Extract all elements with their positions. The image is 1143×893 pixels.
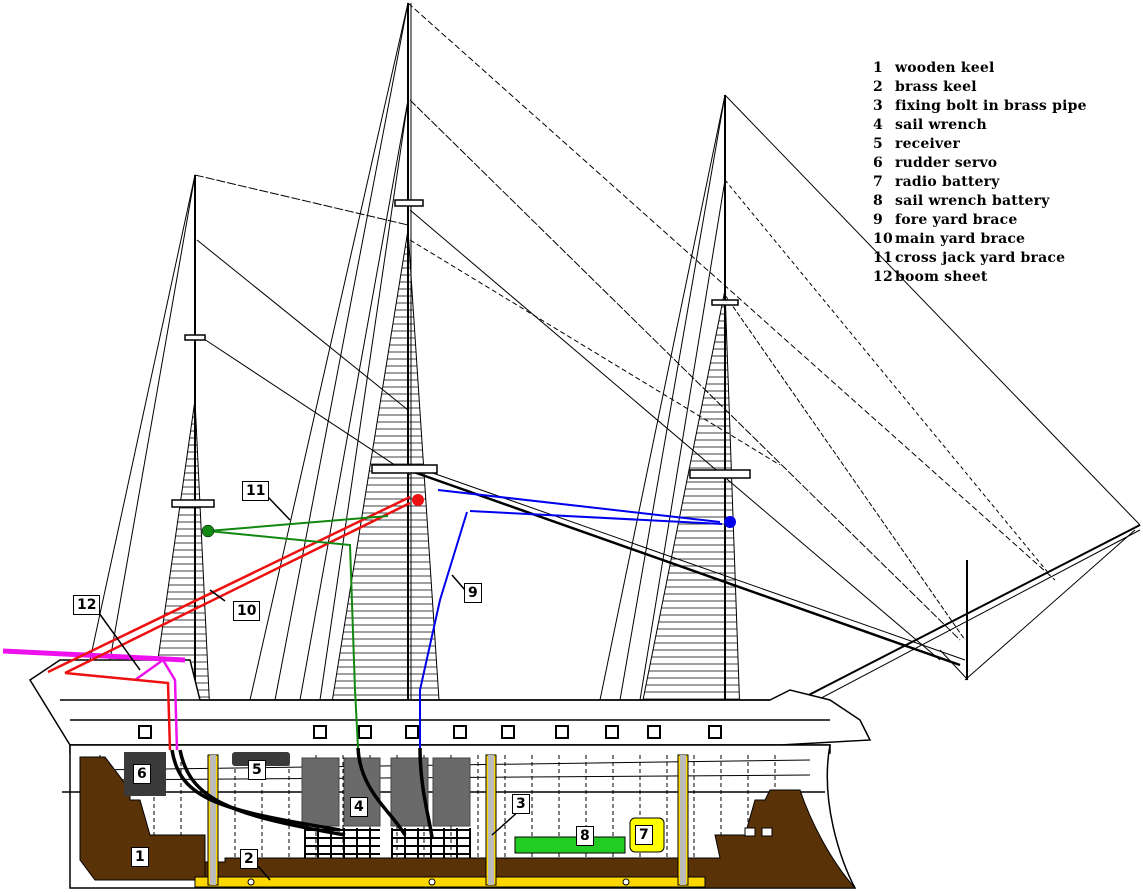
gunport [647, 725, 661, 739]
gunports [138, 725, 722, 739]
brass-keel [194, 876, 706, 888]
control-cables [170, 747, 434, 839]
sail-wrenches [301, 757, 471, 827]
tag-brass-keel: 2 [240, 849, 258, 869]
tag-fixing-bolt: 3 [512, 794, 530, 814]
sail-wrench-battery [514, 836, 626, 854]
mast-tops [171, 199, 751, 508]
ratlines [150, 239, 740, 712]
gunport [405, 725, 419, 739]
tag-receiver: 5 [248, 760, 266, 780]
gunport [605, 725, 619, 739]
wooden-keel [79, 756, 857, 889]
leader-lines [98, 496, 521, 881]
upper-hull [28, 659, 872, 746]
gunport [453, 725, 467, 739]
tag-crossjack-brace: 11 [242, 481, 270, 501]
shrouds [149, 229, 741, 716]
tag-sail-wrench: 4 [350, 797, 368, 817]
gunport [708, 725, 722, 739]
receiver [232, 752, 290, 766]
gunport [313, 725, 327, 739]
gunport [501, 725, 515, 739]
fore-yard-brace [419, 489, 723, 748]
tag-wooden-keel: 1 [131, 847, 149, 867]
gunport [555, 725, 569, 739]
gunport [358, 725, 372, 739]
gunport [138, 725, 152, 739]
tag-radio-battery: 7 [635, 825, 653, 845]
tag-main-yard-brace: 10 [233, 601, 261, 621]
main-brace-block [412, 494, 424, 506]
fore-brace-block [724, 516, 736, 528]
crossjack-brace-block [201, 524, 215, 538]
tag-boom-sheet: 12 [73, 595, 101, 615]
boom-sheet [2, 648, 186, 751]
tag-fore-yard-brace: 9 [464, 583, 482, 603]
crossjack-brace [207, 515, 389, 749]
tag-sail-wrench-battery: 8 [576, 826, 594, 846]
rigging [89, 2, 1141, 726]
wrench-grids [304, 828, 471, 858]
bowsprit [759, 524, 1141, 721]
tag-rudder-servo: 6 [133, 764, 151, 784]
fixing-bolts [207, 754, 689, 886]
